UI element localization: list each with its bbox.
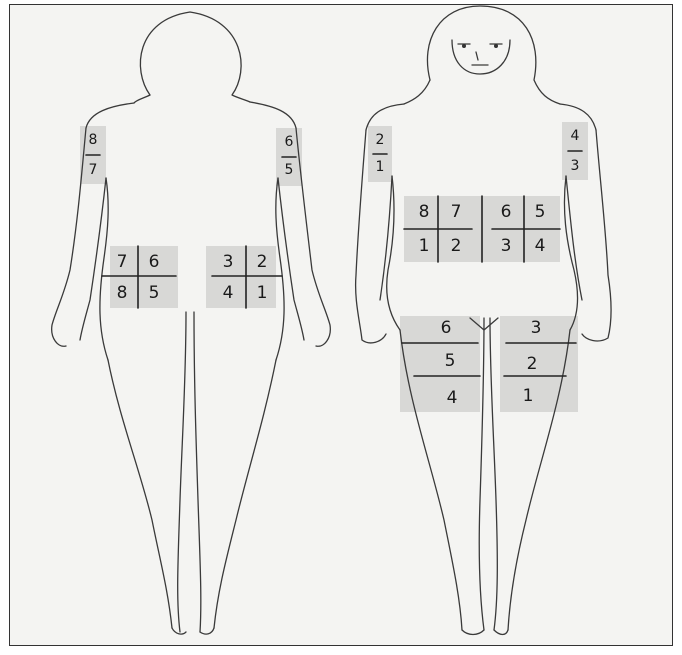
front-figure [356, 6, 611, 635]
abdomen-cell: 8 [419, 202, 430, 222]
thigh-cell: 6 [441, 318, 452, 338]
back-right-buttock-cell: 3 [223, 252, 234, 272]
thigh-cell: 2 [527, 354, 538, 374]
abdomen-cell: 2 [451, 236, 462, 256]
thigh-cell: 4 [447, 388, 458, 408]
thigh-cell: 3 [531, 318, 542, 338]
thigh-cell: 5 [445, 351, 456, 371]
front-right-arm-bottom: 1 [376, 159, 385, 175]
thigh-cell: 1 [523, 386, 534, 406]
back-right-buttock-cell: 2 [257, 252, 268, 272]
back-left-buttock-cell: 6 [149, 252, 160, 272]
back-right-arm-bottom: 5 [285, 162, 294, 178]
abdomen-cell: 5 [535, 202, 546, 222]
front-left-arm-top: 4 [571, 128, 580, 144]
back-right-buttock-cell: 4 [223, 283, 234, 303]
back-left-arm-bottom: 7 [89, 162, 98, 178]
front-left-arm-bottom: 3 [571, 158, 580, 174]
back-left-buttock-cell: 5 [149, 283, 160, 303]
abdomen-cell: 4 [535, 236, 546, 256]
front-right-arm-top: 2 [376, 132, 385, 148]
back-left-buttock-cell: 8 [117, 283, 128, 303]
back-right-arm-top: 6 [285, 134, 294, 150]
back-left-arm-top: 8 [89, 132, 98, 148]
back-right-buttock-cell: 1 [257, 283, 268, 303]
abdomen-cell: 6 [501, 202, 512, 222]
abdomen-cell: 7 [451, 202, 462, 222]
back-left-buttock-cell: 7 [117, 252, 128, 272]
front-abdomen-grid: 8 7 1 2 6 5 3 4 [404, 196, 560, 262]
back-figure [52, 12, 331, 634]
abdomen-cell: 3 [501, 236, 512, 256]
abdomen-cell: 1 [419, 236, 430, 256]
